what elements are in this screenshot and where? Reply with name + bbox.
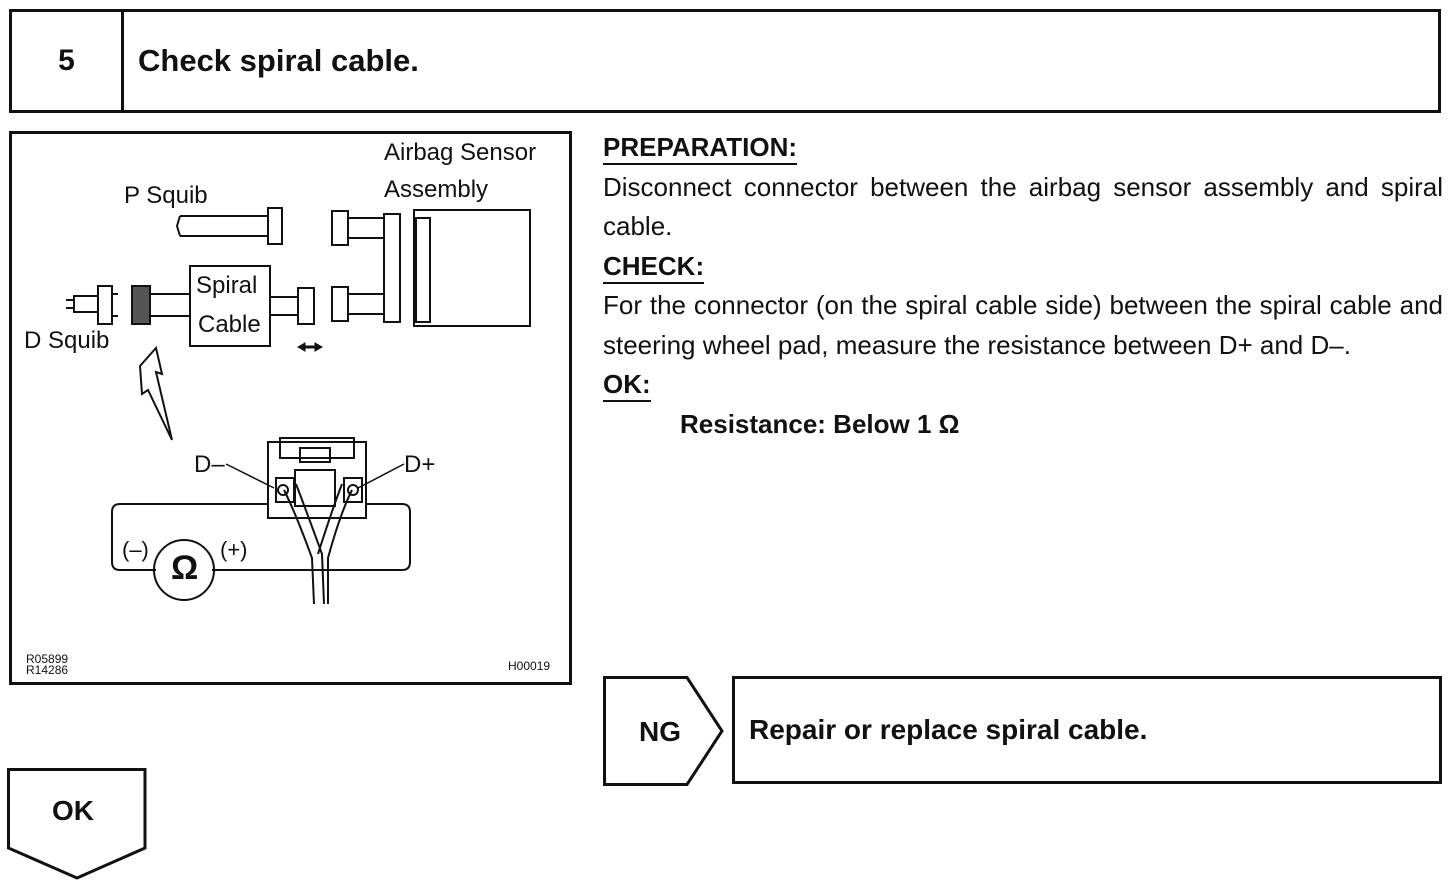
ng-action-text: Repair or replace spiral cable. [749, 714, 1148, 745]
connector-detail [225, 437, 405, 519]
instructions: PREPARATION: Disconnect connector betwee… [603, 128, 1443, 444]
check-heading: CHECK: [603, 250, 705, 284]
ng-label: NG [639, 716, 681, 747]
d-plus-label: D+ [404, 451, 436, 478]
step-number: 5 [12, 12, 124, 110]
ok-tag: OK [7, 768, 147, 885]
ng-tag: NG [603, 676, 725, 791]
airbag-sensor-label: Airbag Sensor [384, 139, 537, 166]
p-squib-connector [267, 207, 283, 245]
d-minus-label: D– [194, 451, 225, 478]
ohm-symbol: Ω [171, 549, 199, 587]
ok-heading: OK: [603, 368, 651, 402]
d-squib-connector [97, 285, 113, 325]
figure-code-right: H00019 [508, 659, 551, 673]
pointer-arrow-icon [138, 345, 173, 441]
check-text: For the connector (on the spiral cable s… [603, 290, 1443, 360]
wiring-illustration: Airbag Sensor Assembly P Squib D Squib S… [9, 131, 572, 685]
preparation-heading: PREPARATION: [603, 131, 798, 165]
minus-terminal-label: (–) [122, 537, 149, 562]
ohmmeter-icon [153, 539, 215, 601]
spiral-label: Spiral [196, 272, 258, 299]
spiral-side-connector [297, 287, 315, 325]
assembly-label: Assembly [384, 176, 489, 203]
airbag-sensor-assembly [413, 209, 531, 327]
disconnect-arrow-icon [296, 342, 324, 352]
ok-label: OK [52, 795, 94, 826]
cable-label: Cable [198, 311, 261, 338]
d-squib-label: D Squib [24, 327, 110, 354]
plus-terminal-label: (+) [220, 537, 248, 562]
step-title: Check spiral cable. [138, 43, 419, 78]
figure-code-1: R05899 [26, 652, 69, 666]
ng-action-box: Repair or replace spiral cable. [732, 676, 1442, 784]
resistance-spec: Resistance: Below 1 Ω [680, 408, 960, 439]
p-squib-label: P Squib [124, 182, 208, 209]
connector-diagram [66, 207, 531, 605]
ohmmeter-circuit [111, 503, 268, 571]
preparation-text: Disconnect connector between the airbag … [603, 171, 1443, 242]
figure-code-2: R14286 [26, 663, 69, 677]
spiral-cable-box [189, 265, 271, 347]
step-header: 5 Check spiral cable. [9, 9, 1441, 113]
